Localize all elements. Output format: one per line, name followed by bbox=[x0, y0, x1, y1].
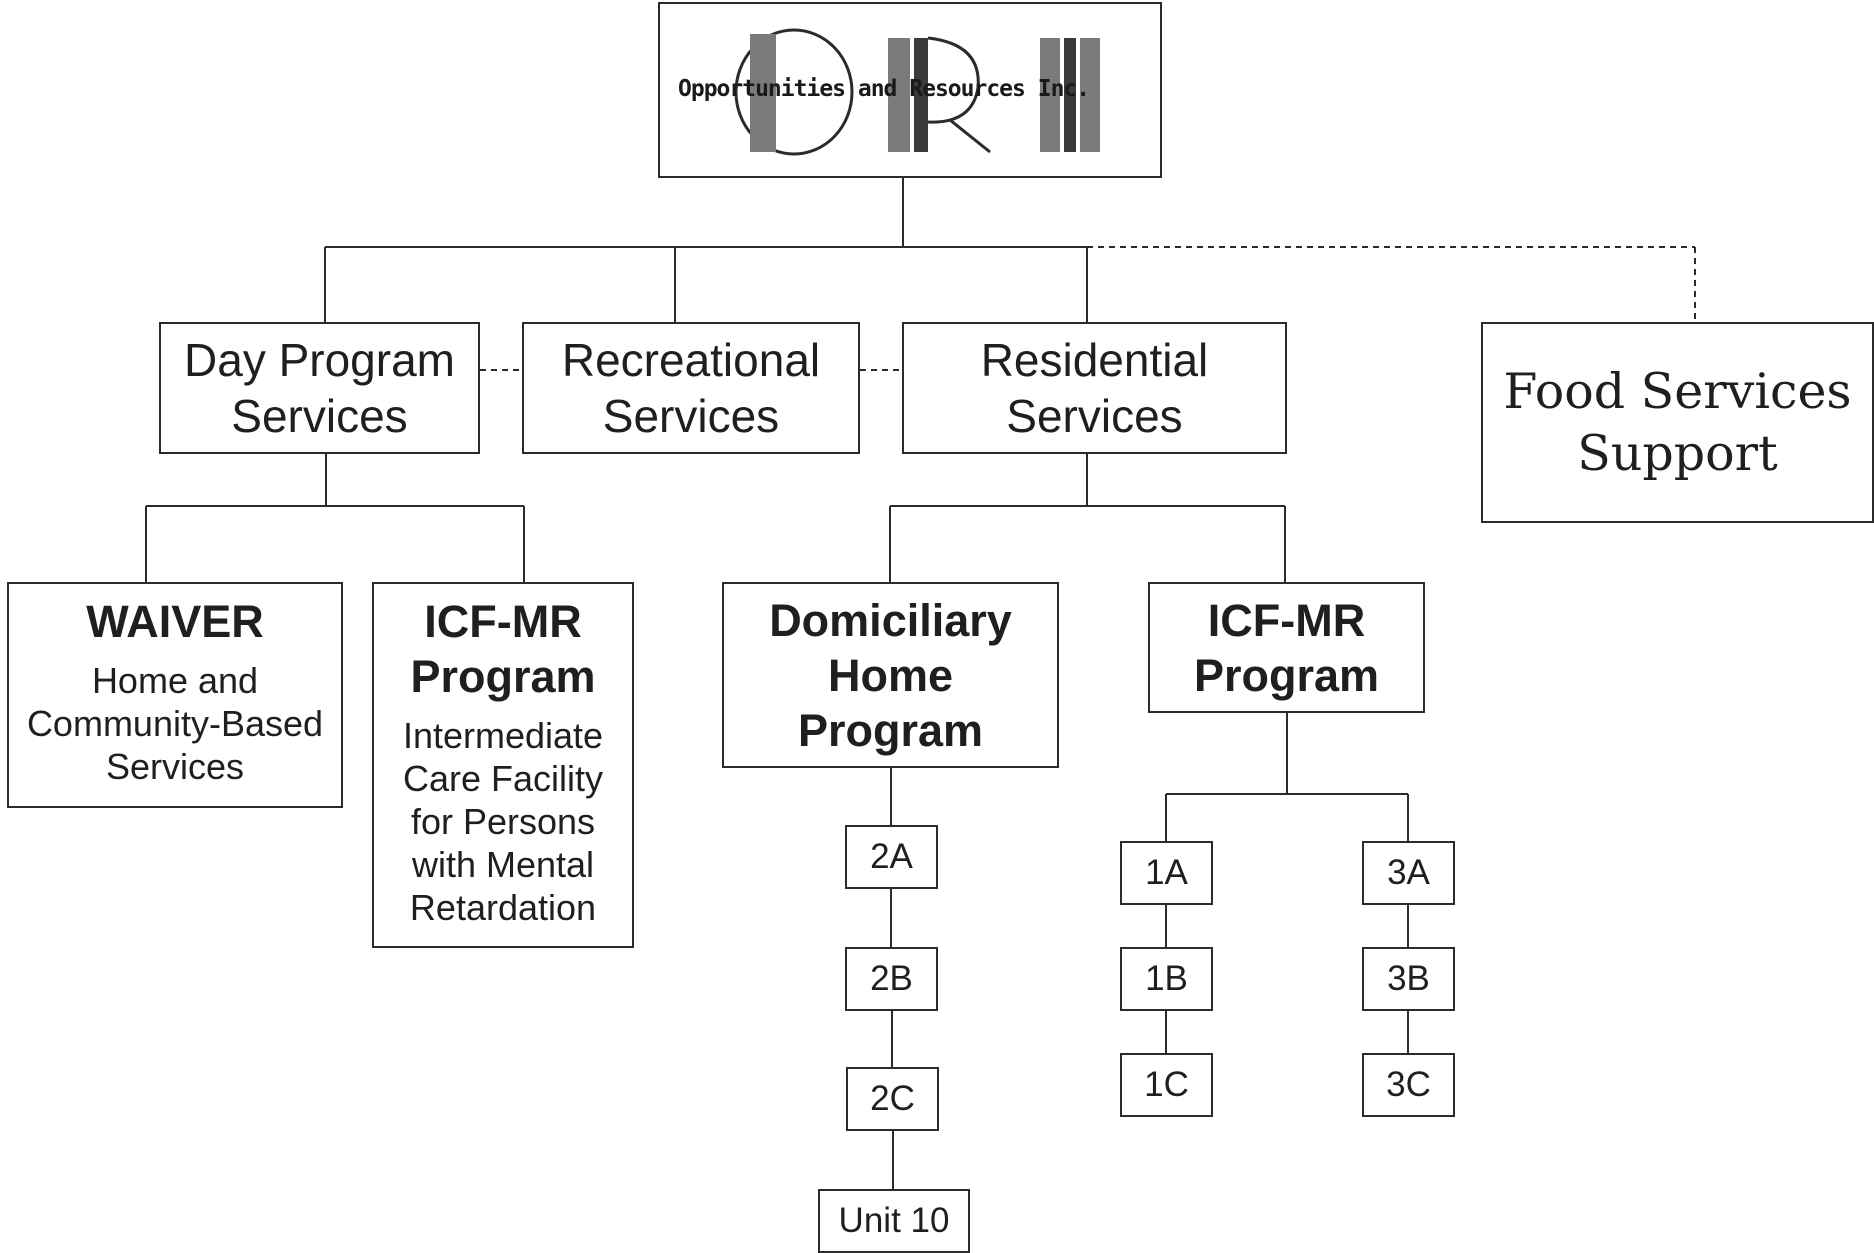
day-program-line-2: Services bbox=[231, 390, 408, 442]
unit-3c-box: 3C bbox=[1362, 1053, 1455, 1117]
waiver-sub-line-2: Community-Based bbox=[26, 703, 324, 744]
unit-1a-box: 1A bbox=[1120, 841, 1213, 905]
waiver-subtitle: Home and Community-Based Services bbox=[27, 659, 323, 788]
unit-2a-box: 2A bbox=[845, 825, 938, 889]
icf-mr-day-subtitle: Intermediate Care Facility for Persons w… bbox=[403, 714, 603, 929]
icf-mr-day-sub-line-2: Care Facility bbox=[402, 758, 604, 799]
logo-o-bar bbox=[750, 34, 776, 152]
icf-mr-res-line-2: Program bbox=[1193, 649, 1380, 701]
day-program-line-1: Day Program bbox=[184, 334, 455, 386]
icf-mr-day-title-line-1: ICF-MR bbox=[424, 596, 582, 647]
waiver-box: WAIVER Home and Community-Based Services bbox=[7, 582, 343, 808]
logo-r-bar-1 bbox=[888, 38, 910, 152]
unit-3c-label: 3C bbox=[1386, 1065, 1431, 1104]
logo-r-leg bbox=[949, 118, 991, 154]
unit-3b-label: 3B bbox=[1387, 959, 1430, 998]
unit-3b-box: 3B bbox=[1362, 947, 1455, 1011]
logo-i-bar-3 bbox=[1080, 38, 1100, 152]
icf-mr-day-sub-line-1: Intermediate bbox=[402, 715, 604, 756]
domiciliary-home-program-box: Domiciliary Home Program bbox=[722, 582, 1059, 768]
icf-mr-program-residential-box: ICF-MR Program bbox=[1148, 582, 1425, 713]
food-services-line-2: Support bbox=[1577, 424, 1778, 482]
ori-logo-text: Opportunities and Resources Inc. bbox=[678, 76, 1090, 102]
logo-i-bar-1 bbox=[1040, 38, 1060, 152]
logo-r-bar-2 bbox=[914, 38, 928, 152]
waiver-title: WAIVER bbox=[86, 596, 264, 647]
unit-3a-box: 3A bbox=[1362, 841, 1455, 905]
logo-r-bowl bbox=[927, 36, 980, 124]
unit-2b-label: 2B bbox=[870, 959, 913, 998]
icf-mr-day-sub-line-5: Retardation bbox=[409, 887, 597, 928]
logo-i-bar-2 bbox=[1064, 38, 1076, 152]
unit-1b-label: 1B bbox=[1145, 959, 1188, 998]
recreational-line-2: Services bbox=[602, 390, 780, 442]
icf-mr-program-day-box: ICF-MR Program Intermediate Care Facilit… bbox=[372, 582, 634, 948]
icf-mr-res-line-1: ICF-MR bbox=[1207, 594, 1366, 646]
food-services-line-1: Food Services bbox=[1503, 362, 1852, 420]
domiciliary-line-2: Home bbox=[827, 649, 954, 701]
domiciliary-line-1: Domiciliary bbox=[769, 594, 1012, 646]
residential-line-1: Residential bbox=[980, 334, 1209, 386]
waiver-sub-line-1: Home and bbox=[91, 660, 259, 701]
recreational-services-box: Recreational Services bbox=[522, 322, 860, 454]
icf-mr-day-title-line-2: Program bbox=[410, 651, 596, 702]
recreational-line-1: Recreational bbox=[561, 334, 821, 386]
unit-1c-label: 1C bbox=[1144, 1065, 1189, 1104]
unit-10-label: Unit 10 bbox=[838, 1201, 950, 1240]
unit-2b-box: 2B bbox=[845, 947, 938, 1011]
food-services-support-box: Food Services Support bbox=[1481, 322, 1874, 523]
unit-10-box: Unit 10 bbox=[818, 1189, 970, 1253]
unit-2c-label: 2C bbox=[870, 1079, 915, 1118]
day-program-services-box: Day Program Services bbox=[159, 322, 480, 454]
unit-1a-label: 1A bbox=[1145, 853, 1188, 892]
icf-mr-day-sub-line-4: with Mental bbox=[411, 844, 595, 885]
domiciliary-line-3: Program bbox=[797, 704, 984, 756]
unit-3a-label: 3A bbox=[1387, 853, 1430, 892]
ori-logo-box: Opportunities and Resources Inc. bbox=[658, 2, 1162, 178]
residential-line-2: Services bbox=[1006, 390, 1183, 442]
unit-2a-label: 2A bbox=[870, 837, 913, 876]
residential-services-box: Residential Services bbox=[902, 322, 1287, 454]
icf-mr-day-sub-line-3: for Persons bbox=[410, 801, 596, 842]
logo-o-ring bbox=[734, 28, 854, 156]
unit-2c-box: 2C bbox=[846, 1067, 939, 1131]
unit-1b-box: 1B bbox=[1120, 947, 1213, 1011]
waiver-sub-line-3: Services bbox=[105, 746, 245, 787]
unit-1c-box: 1C bbox=[1120, 1053, 1213, 1117]
ori-logo bbox=[734, 28, 1100, 156]
